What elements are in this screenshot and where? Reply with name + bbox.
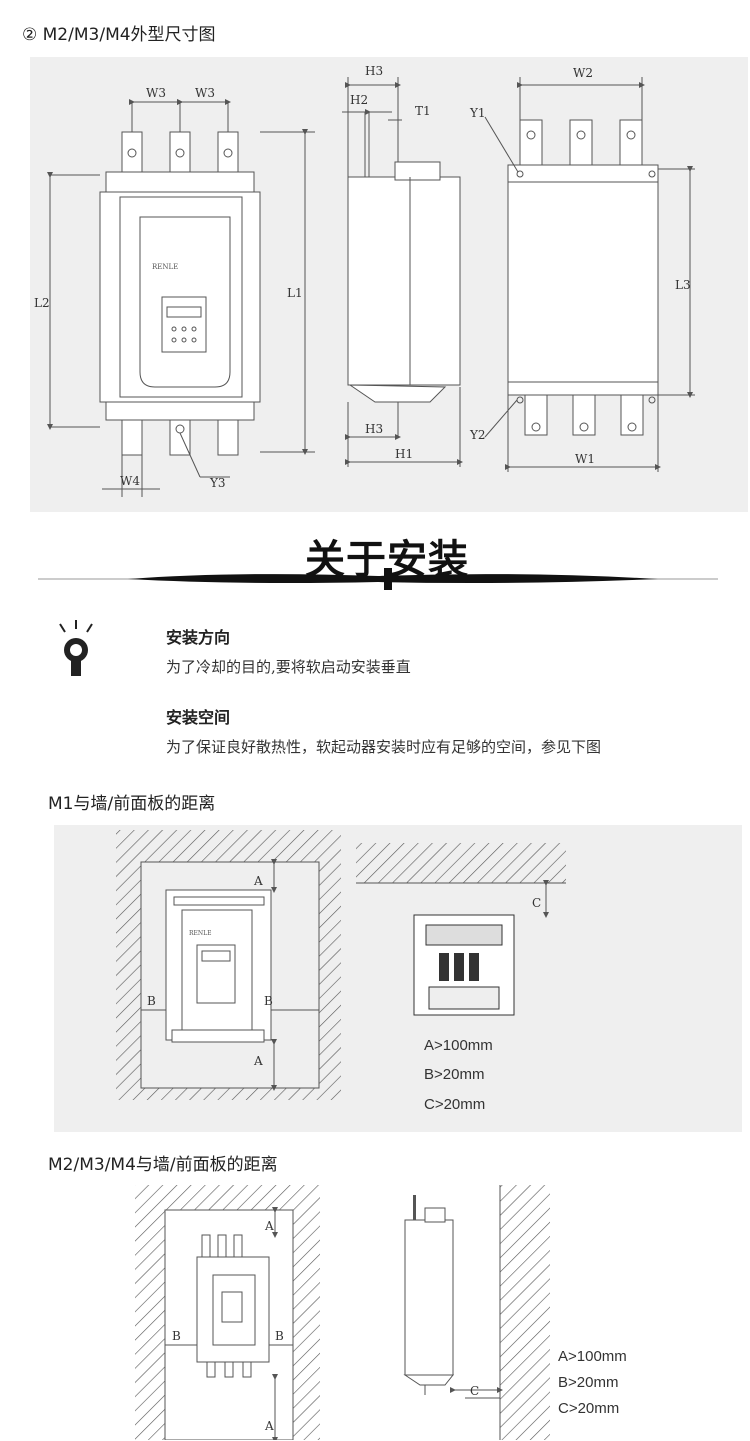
brand-logo: RENLE	[152, 263, 178, 271]
m1-brand-logo: RENLE	[189, 930, 212, 937]
h1-label: H1	[395, 447, 413, 461]
m1-c-label: C	[532, 896, 541, 910]
m1-spec-a: A>100mm	[424, 1037, 493, 1054]
m2-heading: M2/M3/M4与墙/前面板的距离	[48, 1155, 278, 1175]
m1-spec-c: C>20mm	[424, 1096, 486, 1113]
m1-heading: M1与墙/前面板的距离	[48, 794, 216, 814]
m2-a-top-label: A	[264, 1219, 274, 1233]
m1-b-left-label: B	[147, 994, 156, 1008]
m1-spec-b: B>20mm	[424, 1066, 485, 1083]
m2-spec-b: B>20mm	[558, 1374, 619, 1391]
dimension-drawing-panel: W3 W3 L2 L1 W4 Y3 RENLE H3 H2 T1 H3 H1	[30, 57, 748, 512]
m1-a-bottom-label: A	[253, 1054, 263, 1068]
w4-label: W4	[120, 474, 140, 488]
space-title: 安装空间	[166, 708, 231, 727]
direction-text: 为了冷却的目的,要将软启动安装垂直	[166, 658, 411, 676]
w3-left-label: W3	[146, 86, 166, 100]
dimension-heading: ② M2/M3/M4外型尺寸图	[22, 25, 216, 45]
m2-a-bottom-label: A	[264, 1419, 274, 1433]
m2-b-left-label: B	[172, 1329, 181, 1343]
m1-clearance-panel: A A B B RENLE C	[54, 825, 742, 1132]
side-view	[342, 77, 463, 467]
y2-label: Y2	[469, 428, 486, 442]
m2-side-wall	[403, 1185, 550, 1440]
back-view	[484, 77, 695, 472]
dimension-drawing: W3 W3 L2 L1 W4 Y3 RENLE H3 H2 T1 H3 H1	[34, 64, 695, 497]
h3-top-label: H3	[365, 64, 383, 78]
m1-b-right-label: B	[264, 994, 273, 1008]
h3-bottom-label: H3	[365, 422, 383, 436]
l1-label: L1	[287, 286, 303, 300]
w1-label: W1	[575, 452, 595, 466]
lightbulb-icon	[59, 620, 93, 676]
title-divider	[38, 568, 718, 590]
w2-label: W2	[573, 66, 593, 80]
m2-b-right-label: B	[275, 1329, 284, 1343]
l3-label: L3	[675, 278, 691, 292]
direction-title: 安装方向	[166, 628, 231, 647]
m1-clearance-drawing: A A B B RENLE C	[116, 830, 566, 1100]
m1-a-top-label: A	[253, 874, 263, 888]
m2-spec-a: A>100mm	[558, 1348, 627, 1365]
space-text: 为了保证良好散热性，软起动器安装时应有足够的空间，参见下图	[166, 738, 602, 756]
l2-label: L2	[34, 296, 50, 310]
m2-front-wall	[135, 1185, 320, 1440]
w3-right-label: W3	[195, 86, 215, 100]
m1-front-wall	[116, 830, 341, 1100]
h2-label: H2	[350, 93, 368, 107]
m2-c-label: C	[470, 1384, 479, 1398]
y1-label: Y1	[469, 106, 486, 120]
y3-label: Y3	[209, 476, 226, 490]
front-view	[47, 99, 315, 497]
t1-label: T1	[415, 104, 431, 118]
m1-side-wall	[356, 843, 566, 1016]
m2-clearance-drawing: A A B B C	[135, 1185, 550, 1440]
m2-spec-c: C>20mm	[558, 1400, 620, 1417]
